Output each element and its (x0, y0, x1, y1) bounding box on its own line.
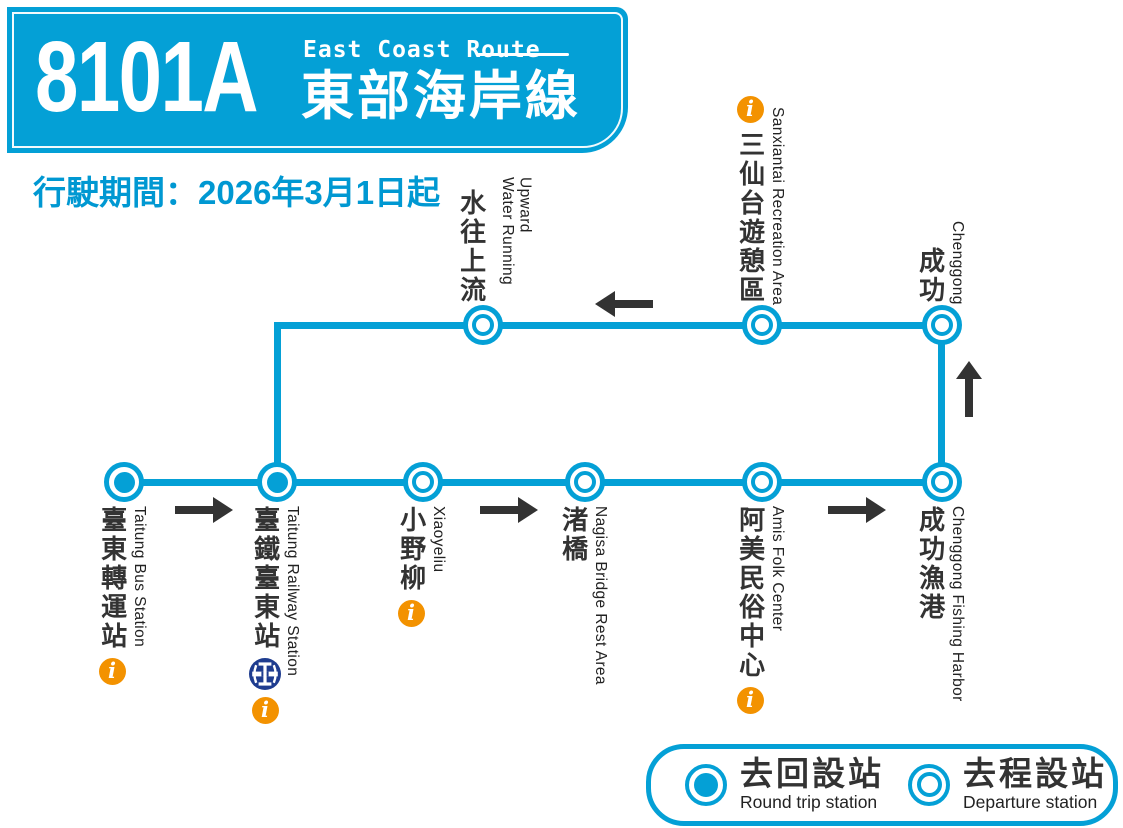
header-divider-line (477, 53, 569, 56)
legend-label-en: Round trip station (740, 792, 878, 813)
station-name-zh: 渚橋 (558, 506, 589, 564)
station-name-zh: 成功 (915, 247, 946, 305)
legend-label-zh: 去回設站 (740, 754, 884, 792)
info-glyph: i (108, 658, 116, 683)
station-node-departure (463, 305, 503, 345)
arrow-right-icon (480, 497, 538, 523)
station-name-en: Taitung Railway Station (283, 506, 301, 677)
route-number: 8101A (35, 21, 259, 133)
tra-railway-icon (249, 658, 281, 690)
station-name-zh: 三仙台遊憩區 (735, 131, 766, 305)
round-trip-station-icon (685, 763, 727, 806)
station-node-departure (403, 462, 443, 502)
station-node-departure (922, 305, 962, 345)
station-name-en: Chenggong (948, 221, 966, 305)
legend-item-round-trip: 去回設站 Round trip station (685, 754, 884, 814)
station-name-zh: 臺鐵臺東站 (250, 506, 281, 651)
legend-label-en: Departure station (963, 792, 1098, 813)
route-name-chinese: 東部海岸線 (301, 67, 581, 126)
station-name-zh: 阿美民俗中心 (735, 506, 766, 680)
info-glyph: i (261, 697, 269, 722)
info-glyph: i (407, 600, 415, 625)
route-name-english: East Coast Route (303, 37, 541, 63)
station-name-en: Sanxiantai Recreation Area (768, 106, 786, 305)
station-name-en: Chenggong Fishing Harbor (948, 506, 966, 702)
station-name-en: Taitung Bus Station (130, 506, 148, 648)
station-name-zh: 成功漁港 (915, 506, 946, 622)
route-line-vertical-left (274, 322, 281, 482)
station-name-en: Water Running Upward (498, 177, 534, 286)
arrow-left-icon (595, 291, 653, 317)
tourist-info-icon: i (736, 96, 764, 123)
legend-item-departure: 去程設站 Departure station (908, 754, 1107, 814)
info-glyph: i (746, 687, 754, 712)
legend: 去回設站 Round trip station 去程設站 Departure s… (646, 744, 1118, 826)
departure-station-icon (908, 763, 950, 806)
service-period-text: 行駛期間：2026年3月1日起 (33, 174, 441, 211)
station-node-round-trip (257, 462, 297, 502)
tourist-info-icon: i (736, 687, 764, 714)
station-name-en: Xiaoyeliu (429, 506, 447, 573)
tourist-info-icon: i (98, 658, 126, 685)
tourist-info-icon: i (251, 697, 279, 724)
station-node-round-trip (104, 462, 144, 502)
station-node-departure (565, 462, 605, 502)
station-node-departure (742, 462, 782, 502)
station-node-departure (922, 462, 962, 502)
arrow-up-icon (956, 361, 982, 417)
arrow-right-icon (828, 497, 886, 523)
route-line-vertical-right (938, 322, 945, 482)
station-node-departure (742, 305, 782, 345)
station-name-en: Nagisa Bridge Rest Area (591, 506, 609, 685)
legend-label-zh: 去程設站 (963, 754, 1107, 792)
header-banner: 8101A East Coast Route 東部海岸線 (7, 7, 628, 153)
station-name-en: Amis Folk Center (768, 506, 786, 632)
arrow-right-icon (175, 497, 233, 523)
station-name-zh: 臺東轉運站 (97, 506, 128, 651)
station-name-zh: 小野柳 (396, 506, 427, 593)
route-line-top (277, 322, 942, 329)
station-name-zh: 水往上流 (456, 189, 487, 305)
tourist-info-icon: i (397, 600, 425, 627)
info-glyph: i (746, 96, 754, 121)
route-line-bottom (124, 479, 942, 486)
